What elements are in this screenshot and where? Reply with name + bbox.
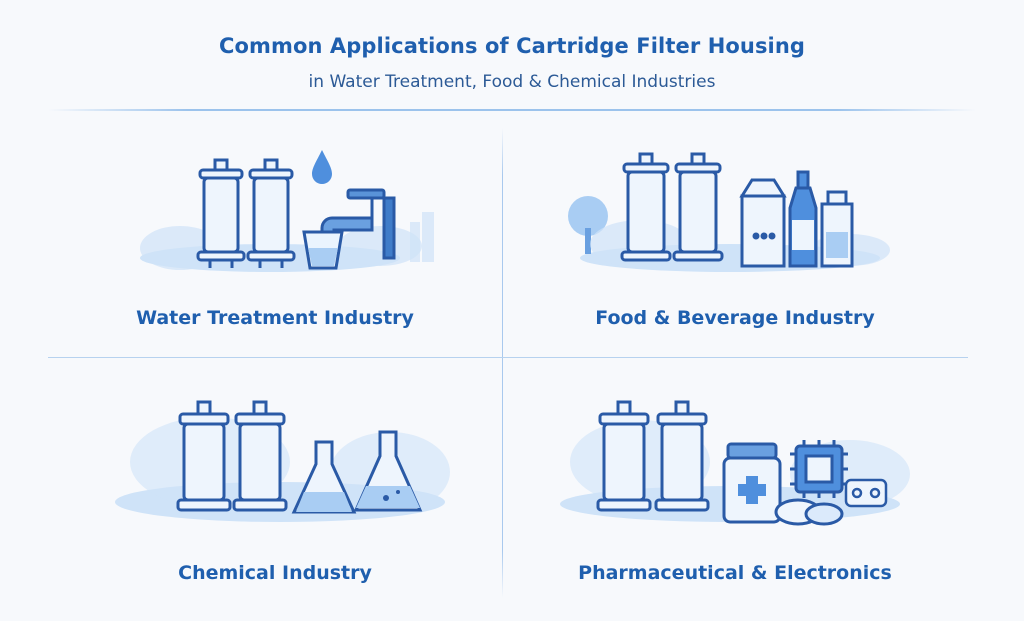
filter-housing-icon [176,400,232,512]
panel-water-treatment: Water Treatment Industry [60,140,490,345]
vertical-divider [502,128,503,598]
beaker-icon [353,430,423,512]
pills-icon [774,498,844,526]
milk-carton-icon [739,178,787,268]
flask-icon [291,440,357,514]
panel-food-beverage: Food & Beverage Industry [520,140,950,345]
chip-icon [790,440,848,498]
food-beverage-illustration [568,152,890,272]
panel-chemical: Chemical Industry [60,392,490,597]
filter-housing-icon [232,400,288,512]
panel-pharmaceutical-electronics: Pharmaceutical & Electronics [520,392,950,597]
filter-housing-icon [672,152,724,262]
filter-housing-icon [596,400,652,512]
page-subtitle: in Water Treatment, Food & Chemical Indu… [308,72,716,92]
pharmaceutical-electronics-illustration [560,400,910,526]
panel-label-chemical: Chemical Industry [178,562,372,584]
water-drop-icon [312,150,332,184]
filter-housing-icon [246,158,296,268]
filter-housing-icon [196,158,246,268]
blister-pack-icon [844,478,888,508]
header-divider [48,109,976,111]
panel-label-pharmaceutical-electronics: Pharmaceutical & Electronics [578,562,892,584]
filter-housing-icon [654,400,710,512]
page-title: Common Applications of Cartridge Filter … [218,34,806,58]
medicine-bottle-icon [722,442,782,524]
bottle-icon [788,170,818,268]
water-glass-icon [302,230,344,270]
filter-housing-icon [620,152,672,262]
water-treatment-illustration [140,150,434,272]
chemical-illustration [115,400,450,522]
jar-icon [820,190,854,268]
panel-label-food-beverage: Food & Beverage Industry [595,307,875,329]
horizontal-divider [48,357,968,358]
panel-label-water-treatment: Water Treatment Industry [136,307,414,329]
